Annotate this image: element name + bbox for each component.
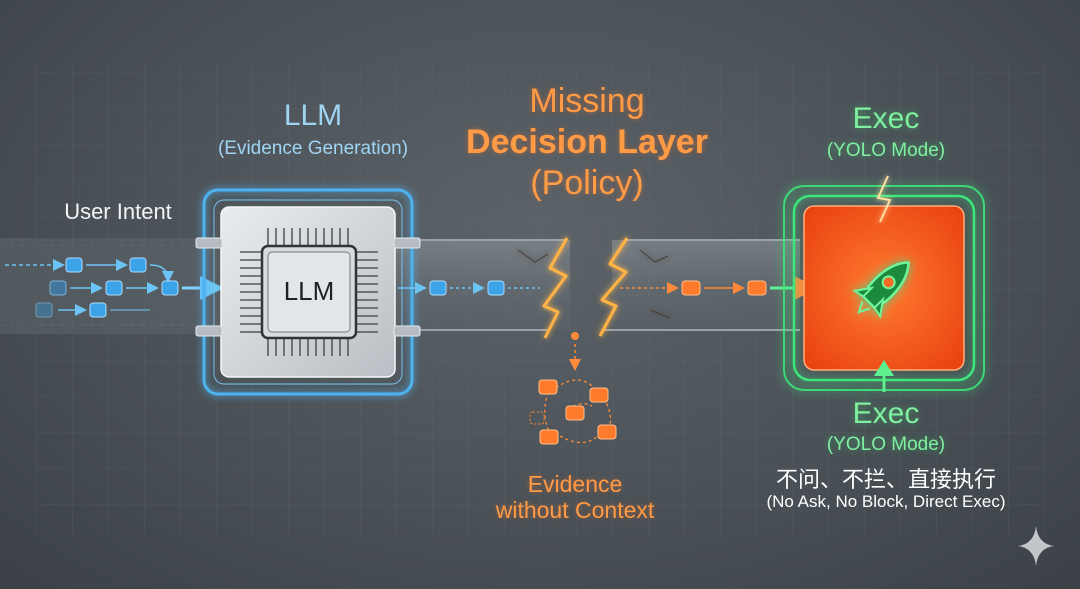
llm-subtitle: (Evidence Generation)	[217, 138, 409, 159]
token-block	[105, 280, 123, 296]
pipe-left	[395, 239, 570, 331]
sparkle-watermark-icon	[1018, 526, 1054, 566]
rocket-icon	[852, 261, 910, 319]
llm-title: LLM	[283, 99, 343, 132]
user-intent-label: User Intent	[64, 199, 172, 224]
exec-bottom-title: Exec	[852, 397, 920, 430]
token-block	[49, 280, 67, 296]
token-block	[747, 280, 767, 296]
exec-top-subtitle: (YOLO Mode)	[826, 140, 946, 161]
token-block	[65, 257, 83, 273]
token-block	[89, 302, 107, 318]
cpu-chip-icon	[240, 228, 378, 356]
exec-top-title: Exec	[852, 102, 920, 135]
pipe-right	[602, 239, 800, 331]
chip-label: LLM	[284, 276, 335, 306]
token-block	[429, 280, 447, 296]
token-block	[487, 280, 505, 296]
input-tokens	[5, 257, 224, 318]
exec-chinese-caption: 不问、不拦、直接执行	[775, 467, 996, 492]
evidence-caption-line1: Evidence	[527, 471, 623, 497]
evidence-caption-line2: without Context	[495, 497, 655, 523]
broken-pipe-crack	[517, 237, 671, 339]
exec-english-caption: (No Ask, No Block, Direct Exec)	[766, 492, 1006, 511]
token-block	[35, 302, 53, 318]
exec-bottom-subtitle: (YOLO Mode)	[826, 434, 946, 455]
missing-title-line1: Missing	[529, 82, 645, 120]
evidence-cluster-icon	[529, 379, 617, 445]
token-block	[161, 280, 179, 296]
missing-title-line3: (Policy)	[530, 164, 644, 202]
evidence-drop	[569, 332, 581, 371]
token-block	[129, 257, 147, 273]
missing-title-line2: Decision Layer	[466, 123, 708, 161]
output-tokens-blue	[398, 280, 540, 296]
token-block	[681, 280, 701, 296]
